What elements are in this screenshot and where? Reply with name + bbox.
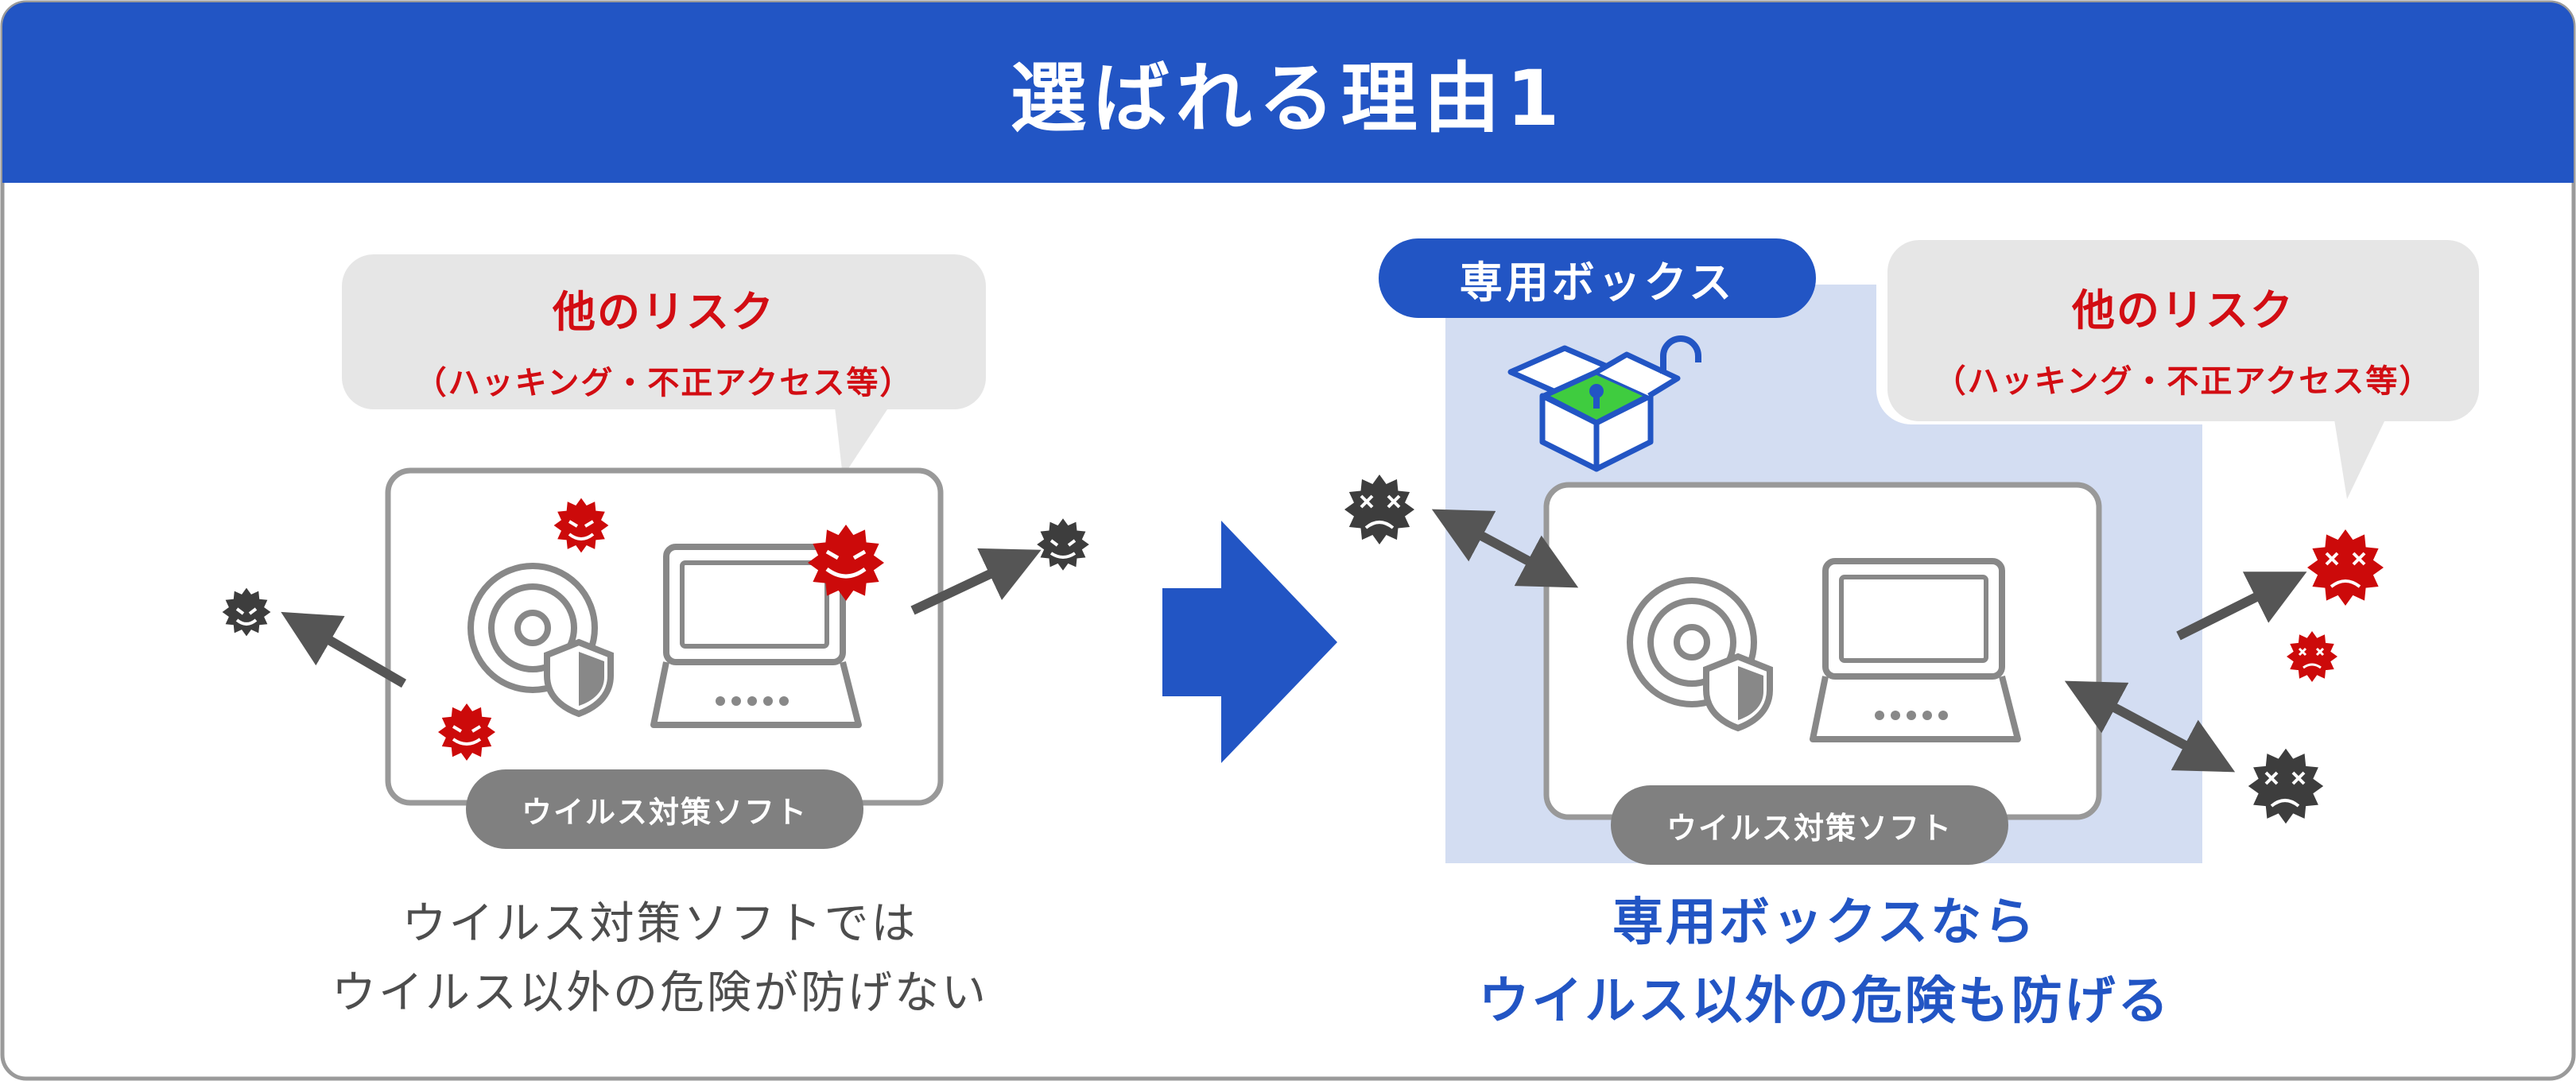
disc-icon [467, 563, 598, 693]
arrow-icon [2064, 680, 2236, 773]
virus-icon [2307, 529, 2384, 606]
virus-icon [1037, 518, 1089, 571]
arrow-icon [1431, 509, 1579, 588]
virus-icon [2287, 631, 2337, 682]
right-caption: 専用ボックスなら ウイルス以外の危険も防げる [1399, 884, 2250, 1041]
right-risk-bubble [1876, 234, 2487, 499]
risk-heading: 他のリスク [2072, 285, 2295, 335]
box-label: 専用ボックス [1459, 257, 1736, 308]
right-risk-text: 他のリスク （ハッキング・不正アクセス等） [1887, 275, 2479, 401]
shield-icon [544, 638, 614, 718]
right-software-pill [1611, 785, 2008, 865]
laptop-icon [650, 544, 862, 728]
risk-examples: （ハッキング・不正アクセス等） [1934, 363, 2433, 400]
virus-icon [553, 498, 609, 553]
transition-arrow [1162, 521, 1337, 763]
virus-icon [222, 587, 271, 637]
laptop-icon [1810, 558, 2021, 742]
left-software-pill [466, 769, 863, 849]
shield-icon [1703, 653, 1773, 732]
arrow-icon [910, 548, 1042, 615]
laptop-keys [716, 696, 789, 706]
laptop-keys [1875, 711, 1948, 720]
risk-heading: 他のリスク [553, 287, 775, 337]
box-label-pill [1379, 238, 1816, 318]
disc-icon [1627, 577, 1757, 707]
left-caption-line1: ウイルス対策ソフトでは [402, 898, 918, 950]
risk-examples: （ハッキング・不正アクセス等） [414, 365, 914, 401]
left-risk-bubble [342, 254, 986, 477]
left-caption-line2: ウイルス以外の危険が防げない [332, 967, 988, 1019]
page-title: 選ばれる理由1 [1010, 53, 1566, 143]
virus-icon [2248, 748, 2324, 824]
arrow-icon [281, 611, 407, 688]
right-software-label: ウイルス対策ソフト [1666, 810, 1953, 846]
right-caption-line1: 専用ボックスなら [1612, 893, 2038, 952]
padlock-icon [1589, 335, 1701, 409]
left-caption: ウイルス対策ソフトでは ウイルス以外の危険が防げない [262, 890, 1057, 1029]
left-software-label: ウイルス対策ソフト [521, 794, 808, 830]
virus-icon [1344, 475, 1414, 544]
virus-icon [438, 703, 495, 761]
right-caption-line2: ウイルス以外の危険も防げる [1478, 972, 2171, 1032]
header-bar [2, 2, 2574, 183]
arrow-icon [2176, 571, 2307, 641]
left-risk-text: 他のリスク （ハッキング・不正アクセス等） [342, 277, 986, 403]
virus-icon [808, 525, 884, 601]
